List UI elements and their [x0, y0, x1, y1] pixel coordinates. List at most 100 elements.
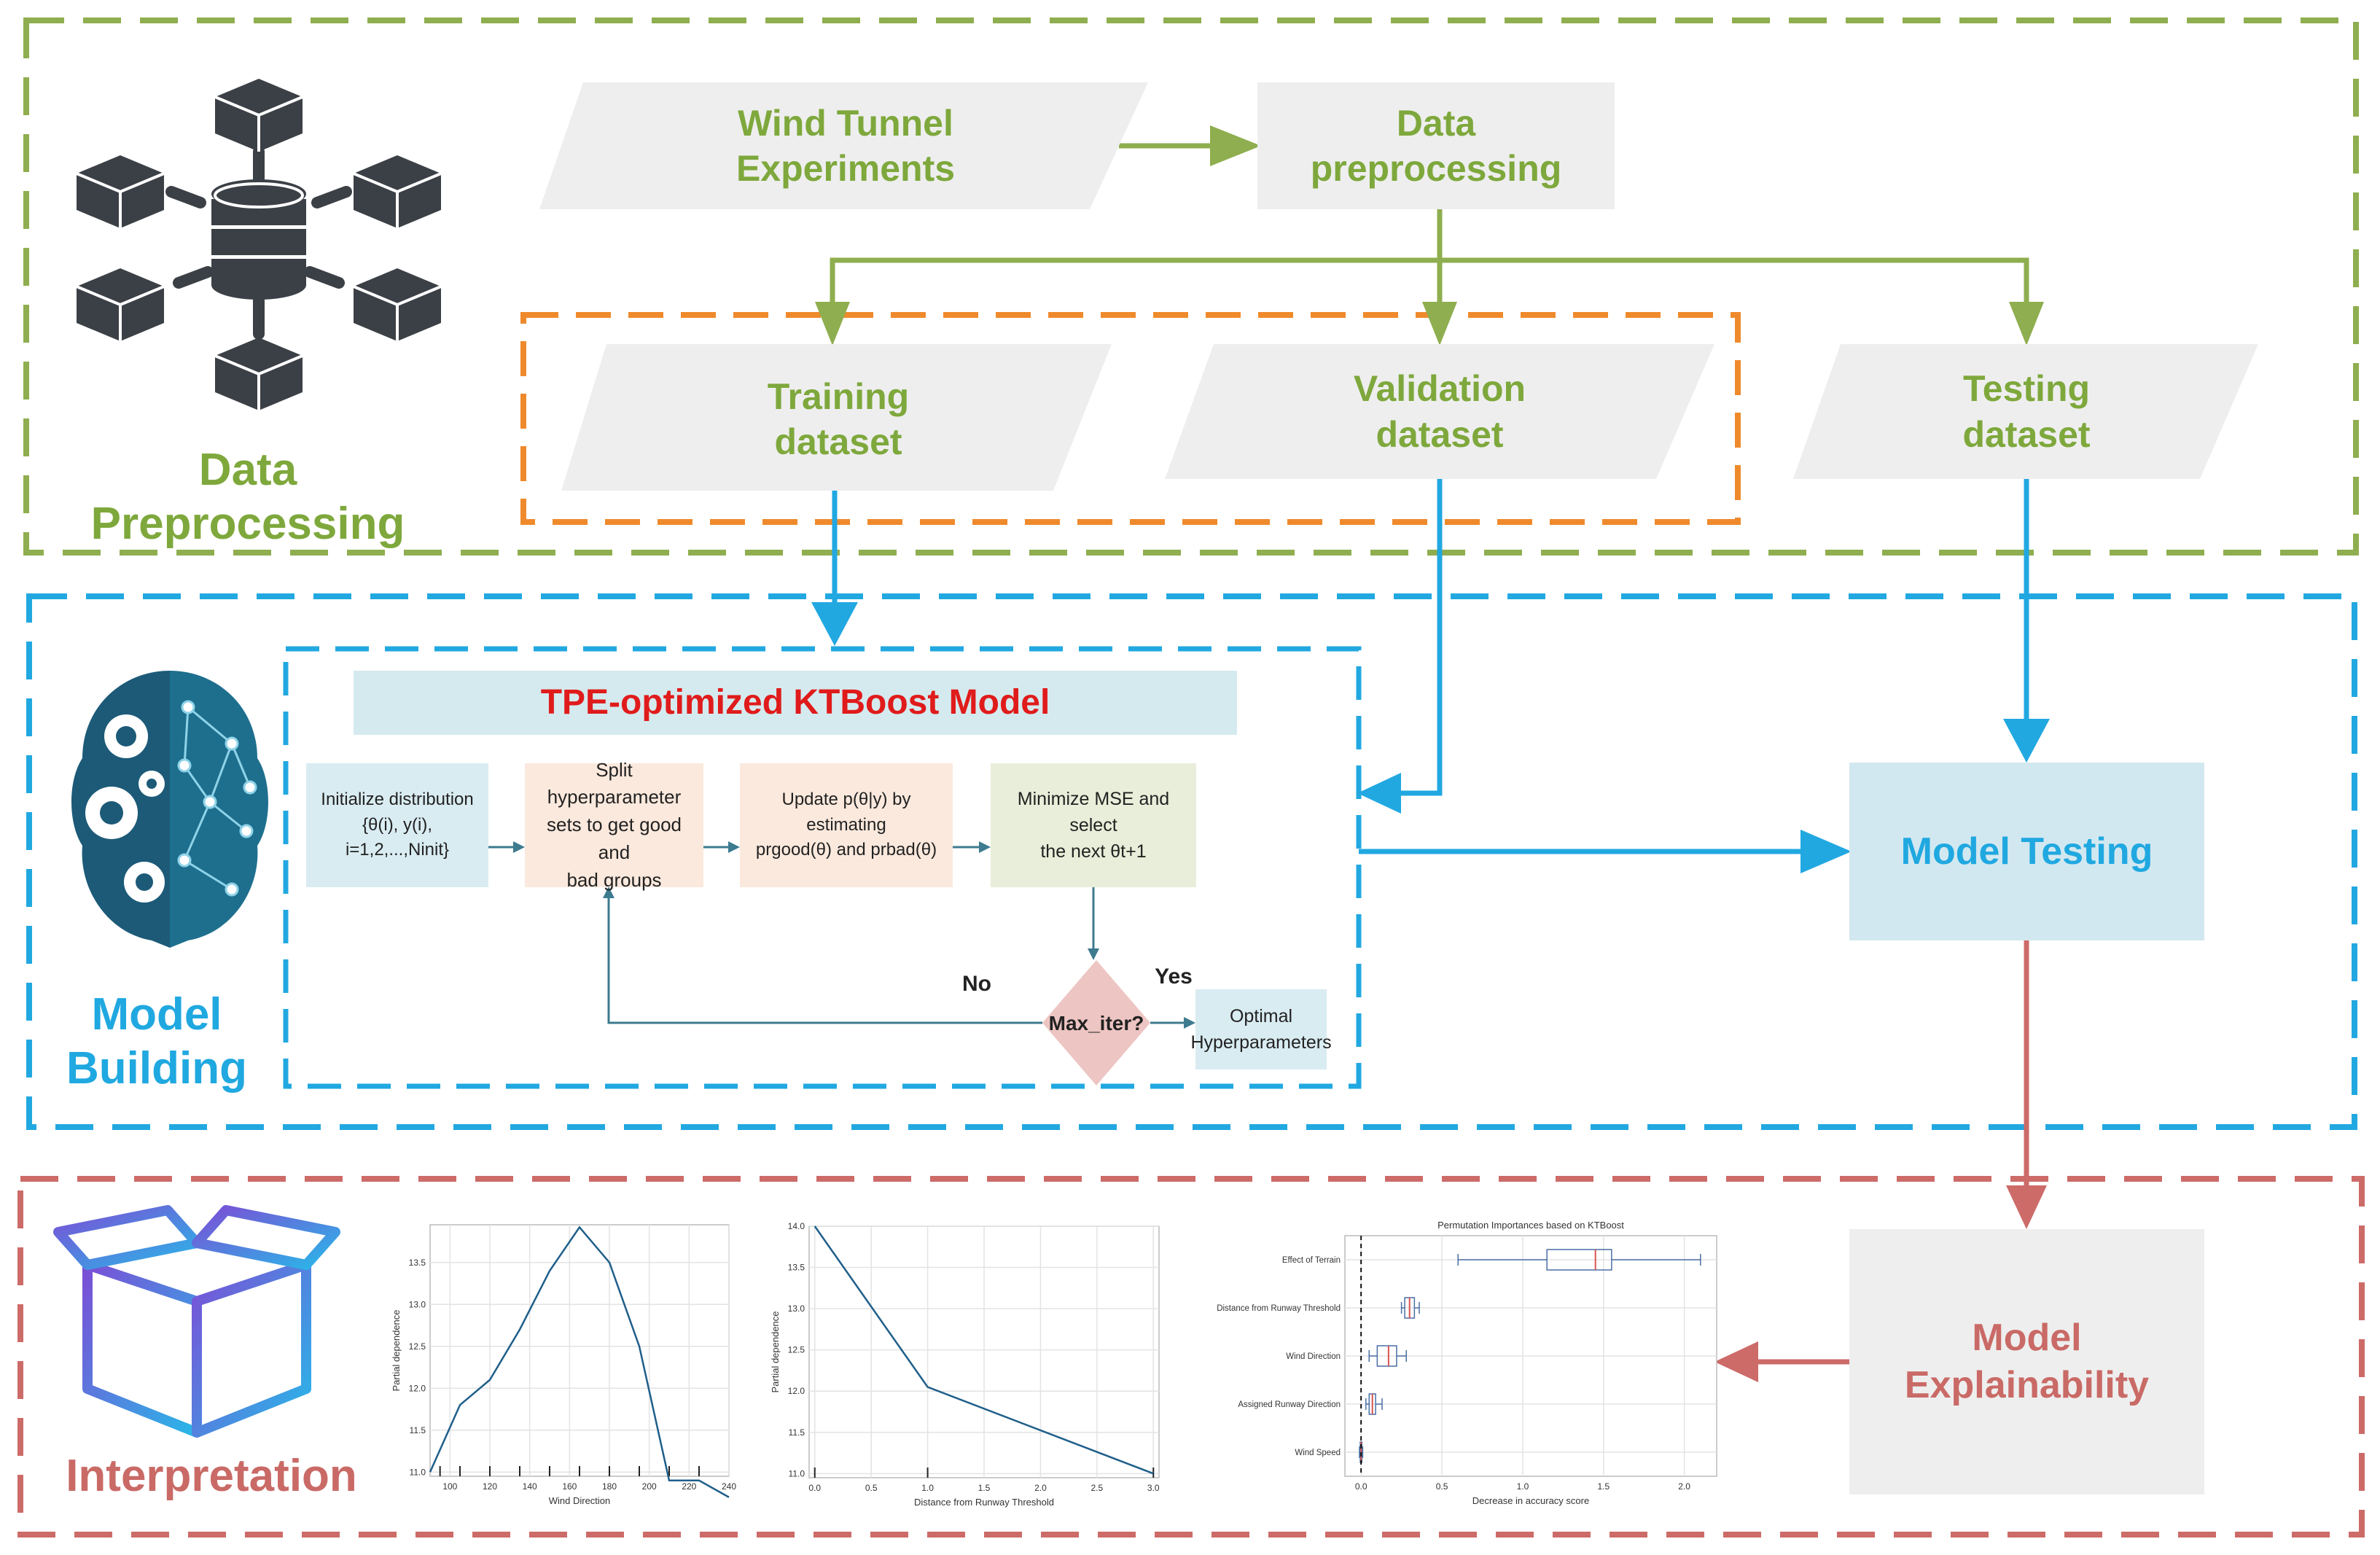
green-arrowheads	[815, 125, 2044, 346]
x-tick-label: 0.0	[808, 1483, 821, 1493]
decision-label: Max_iter?	[1042, 999, 1150, 1047]
x-tick-label: 0.5	[865, 1483, 878, 1493]
y-tick-label: 12.0	[788, 1386, 805, 1396]
wind-tunnel-node: Wind Tunnel Experiments	[583, 82, 1108, 209]
step-minimize: Minimize MSE and select the next θt+1	[991, 763, 1196, 887]
tpe-arrowheads	[513, 841, 1195, 1029]
no-text: No	[962, 972, 991, 997]
x-tick-label: 200	[642, 1481, 657, 1492]
step-initialize-box	[306, 763, 488, 887]
dataset-split-frame	[520, 312, 1741, 525]
chart-title: Permutation Importances based on KTBoost	[1437, 1220, 1624, 1231]
step-update-text: Update p(θ|y) by estimating prgood(θ) an…	[755, 789, 937, 860]
category-label: Distance from Runway Threshold	[1217, 1304, 1341, 1313]
testing-node: Testing dataset	[1815, 344, 2238, 479]
database-network-icon	[76, 79, 442, 410]
y-axis-label: Partial dependence	[391, 1309, 402, 1391]
y-tick-label: 11.5	[789, 1427, 805, 1438]
optimal-hyperparameters: Optimal Hyperparameters	[1190, 989, 1331, 1069]
plot-area	[429, 1224, 730, 1477]
model-testing-node: Model Testing	[1849, 763, 2204, 940]
data-preprocessing-text: Data preprocessing	[1310, 102, 1562, 190]
optimal-box	[1195, 989, 1327, 1069]
training-shape	[561, 344, 1112, 491]
tpe-title-bar	[354, 671, 1237, 735]
model-explainability-text: Model Explainability	[1904, 1317, 2150, 1406]
y-tick-label: 13.5	[788, 1263, 805, 1273]
tpe-title-text: TPE-optimized KTBoost Model	[540, 683, 1050, 722]
red-arrowheads	[1714, 1185, 2047, 1382]
model-building-section-text: Model Building	[66, 989, 247, 1094]
x-tick-label: 240	[722, 1481, 736, 1492]
tpe-frame	[283, 646, 1362, 1089]
x-tick-label: 1.5	[1597, 1481, 1610, 1492]
x-tick-label: 160	[562, 1481, 577, 1492]
box	[1546, 1249, 1612, 1271]
x-tick-label: 0.0	[1355, 1481, 1367, 1492]
step-minimize-box	[991, 763, 1196, 887]
step-split: Split hyperparameter sets to get good an…	[525, 759, 703, 891]
x-tick-label: 2.0	[1678, 1481, 1690, 1492]
brain-gears-icon	[71, 671, 268, 948]
decision-text: Max_iter?	[1048, 1011, 1144, 1034]
data-preprocessing-frame	[23, 17, 2359, 556]
blue-arrowheads	[811, 602, 2050, 873]
wind-tunnel-text: Wind Tunnel Experiments	[736, 102, 956, 190]
x-tick-label: 1.0	[921, 1483, 934, 1493]
step-initialize-text: Initialize distribution {θ(i), y(i), i=1…	[321, 789, 474, 860]
open-box-icon	[53, 1205, 340, 1438]
y-tick-label: 12.5	[788, 1345, 805, 1355]
box	[1376, 1345, 1397, 1367]
x-axis-label: Decrease in accuracy score	[1472, 1495, 1589, 1506]
series-line	[814, 1225, 1154, 1475]
blue-arrows	[832, 478, 2029, 854]
category-label: Wind Direction	[1286, 1352, 1341, 1361]
optimal-text: Optimal Hyperparameters	[1190, 1005, 1332, 1053]
y-tick-label: 12.5	[409, 1341, 426, 1352]
decision-diamond	[1042, 960, 1150, 1086]
no-label: No	[948, 966, 1006, 1002]
x-tick-label: 1.5	[978, 1483, 991, 1493]
category-label: Effect of Terrain	[1282, 1256, 1341, 1265]
training-node: Training dataset	[583, 350, 1093, 488]
x-axis-label: Wind Direction	[549, 1495, 611, 1506]
x-tick-label: 140	[523, 1481, 537, 1492]
step-minimize-text: Minimize MSE and select the next θt+1	[1017, 788, 1170, 862]
training-text: Training dataset	[767, 375, 910, 463]
tpe-title: TPE-optimized KTBoost Model	[354, 671, 1237, 735]
wind-tunnel-shape	[539, 82, 1148, 209]
step-split-box	[525, 763, 703, 887]
model-building-section-label: Model Building	[29, 988, 284, 1096]
x-axis-label: Distance from Runway Threshold	[914, 1497, 1054, 1508]
data-preprocessing-box	[1257, 82, 1615, 209]
interpretation-frame	[17, 1176, 2365, 1538]
model-explainability-box	[1849, 1229, 2204, 1494]
x-tick-label: 2.0	[1034, 1483, 1047, 1493]
step-update: Update p(θ|y) by estimating prgood(θ) an…	[740, 763, 953, 887]
tpe-connectors	[488, 846, 1187, 1024]
category-label: Wind Speed	[1295, 1449, 1341, 1457]
validation-text: Validation dataset	[1353, 368, 1526, 455]
model-testing-box	[1849, 763, 2204, 940]
y-tick-label: 13.0	[788, 1303, 805, 1314]
interpretation-section-text: Interpretation	[66, 1451, 357, 1501]
model-explainability-node: Model Explainability	[1849, 1229, 2204, 1494]
series-line	[429, 1225, 730, 1498]
x-tick-label: 2.5	[1090, 1483, 1103, 1493]
x-tick-label: 120	[483, 1481, 497, 1492]
testing-text: Testing dataset	[1962, 368, 2091, 455]
y-tick-label: 13.0	[409, 1299, 426, 1309]
y-tick-label: 11.0	[789, 1468, 805, 1478]
model-testing-text: Model Testing	[1900, 830, 2153, 873]
testing-shape	[1793, 344, 2258, 479]
validation-shape	[1165, 344, 1714, 479]
x-tick-label: 100	[442, 1481, 457, 1492]
yes-label: Yes	[1144, 959, 1203, 995]
model-building-frame	[26, 593, 2357, 1130]
x-tick-label: 180	[602, 1481, 617, 1492]
